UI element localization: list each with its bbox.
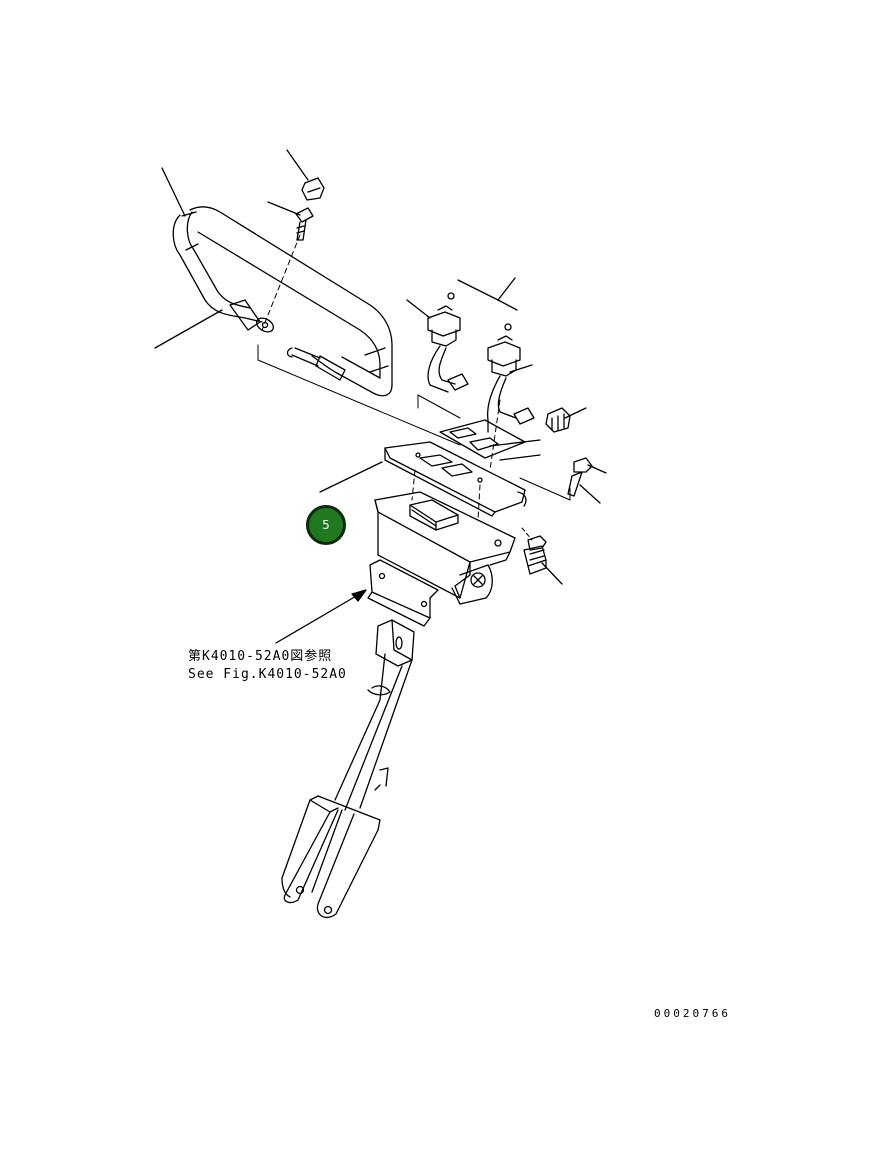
bracket-stand (367, 559, 439, 696)
column-pole (281, 653, 413, 919)
plates (384, 419, 527, 517)
reference-note-english: See Fig.K4010-52A0 (188, 667, 347, 682)
drawing-number: 00020766 (654, 1007, 731, 1020)
switch-box (374, 491, 516, 605)
switch-connectors (427, 292, 593, 497)
leader-lines (154, 149, 607, 644)
callout-badge-label: 5 (322, 518, 330, 532)
reference-note-japanese: 第K4010-52A0図参照 (188, 649, 333, 664)
cap-and-bolt (295, 177, 325, 241)
assembly-lines (257, 234, 571, 541)
wire-harness (172, 206, 393, 397)
callout-badge[interactable]: 5 (306, 505, 346, 545)
push-button-switch (523, 535, 547, 575)
